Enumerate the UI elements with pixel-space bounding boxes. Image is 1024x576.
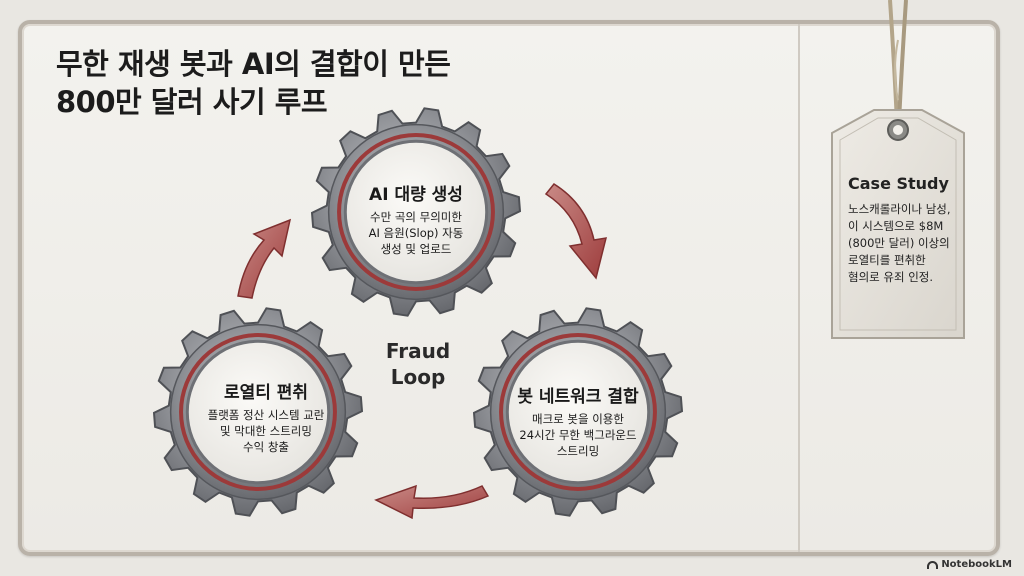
panel-divider — [798, 24, 800, 552]
case-study-description: 노스캐롤라이나 남성, 이 시스템으로 $8M (800만 달러) 이상의 로열… — [848, 202, 951, 284]
gear-top-description: 수만 곡의 무의미한 AI 음원(Slop) 자동 생성 및 업로드 — [368, 210, 464, 256]
notebooklm-logo-icon — [927, 560, 939, 569]
curved-arrow-icon — [374, 484, 490, 520]
gear-top-heading: AI 대량 생성 — [369, 185, 463, 205]
fraud-loop-label: Fraud Loop — [385, 339, 451, 389]
gear-left-heading: 로열티 편취 — [223, 383, 309, 403]
gear-right-description: 매크로 봇을 이용한 24시간 무한 백그라운드 스트리밍 — [519, 412, 637, 458]
gear-right-heading: 봇 네트워크 결합 — [517, 387, 639, 407]
title-line-1: 무한 재생 봇과 AI의 결합이 만든 — [56, 47, 451, 81]
title-line-2: 800만 달러 사기 루프 — [56, 85, 328, 119]
brand-name: NotebookLM — [941, 559, 1012, 570]
gear-left-text: 로열티 편취 플랫폼 정산 시스템 교란 및 막대한 스트리밍 수익 창출 — [186, 378, 346, 455]
page-title: 무한 재생 봇과 AI의 결합이 만든 800만 달러 사기 루프 — [56, 45, 451, 121]
gear-icon — [310, 107, 522, 317]
brand-watermark: NotebookLM — [927, 559, 1012, 570]
gear-icon — [472, 307, 684, 517]
curved-arrow-icon — [237, 218, 292, 299]
case-study-card: Case Study 노스캐롤라이나 남성, 이 시스템으로 $8M (800만… — [848, 174, 958, 286]
gear-left-description: 플랫폼 정산 시스템 교란 및 막대한 스트리밍 수익 창출 — [207, 408, 325, 454]
case-study-heading: Case Study — [848, 174, 949, 193]
gear-right-text: 봇 네트워크 결합 매크로 봇을 이용한 24시간 무한 백그라운드 스트리밍 — [498, 382, 658, 459]
curved-arrow-icon — [544, 183, 608, 280]
gear-top-text: AI 대량 생성 수만 곡의 무의미한 AI 음원(Slop) 자동 생성 및 … — [346, 180, 486, 257]
tag-icon — [831, 0, 965, 339]
gear-icon — [152, 307, 364, 517]
